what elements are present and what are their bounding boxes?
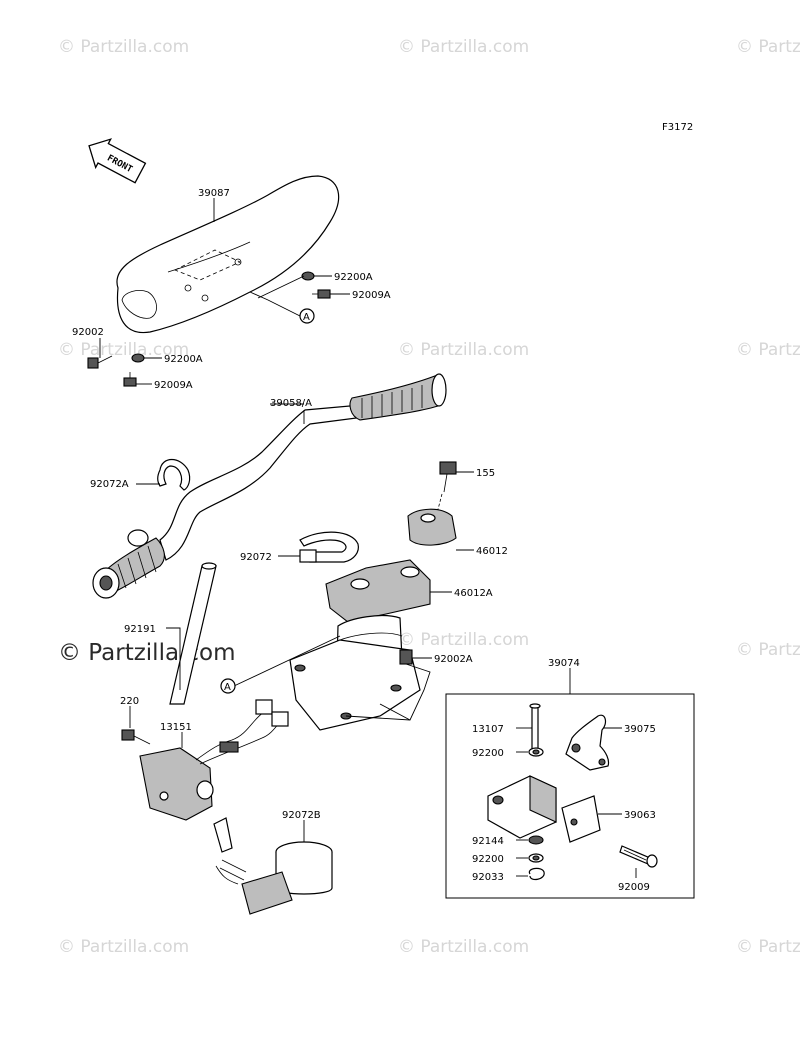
handle-cover <box>116 175 340 334</box>
watermark-text: © Partzilla.com <box>736 640 800 660</box>
bolt-92002a <box>345 649 431 721</box>
watermark-center-text: © Partzilla.com <box>58 640 236 666</box>
watermark-text: © Partzilla.com <box>398 630 529 650</box>
label-92002a: 92002A <box>434 654 473 665</box>
label-92009a-lower: 92009A <box>154 380 193 391</box>
label-92200-lower: 92200 <box>472 854 504 865</box>
clamp-92072a <box>157 458 191 491</box>
label-92200a-lower: 92200A <box>164 354 203 365</box>
bolt-92009a-lower <box>123 372 137 387</box>
ref-marker-text: A <box>303 312 310 323</box>
screw-220 <box>121 729 151 745</box>
clamp-92072b <box>213 817 333 915</box>
label-13107: 13107 <box>472 724 504 735</box>
washer-92200-upper <box>528 747 544 757</box>
watermark-text: © Partzilla.com <box>58 937 189 957</box>
label-92200-upper: 92200 <box>472 748 504 759</box>
lever-assy-box <box>445 668 695 899</box>
label-46012a: 46012A <box>454 588 493 599</box>
label-39063: 39063 <box>624 810 656 821</box>
watermark-text: © Partzilla.com <box>736 340 800 360</box>
label-39058a: 39058/A <box>270 398 312 409</box>
label-39087: 39087 <box>198 188 230 199</box>
bolt-92009 <box>619 845 658 868</box>
part-labels: 39087 92200A 92009A 92002 92200A 92009A … <box>72 188 656 893</box>
bracket-39063 <box>561 795 601 843</box>
figure-code: F3172 <box>662 122 693 133</box>
bolt-155 <box>429 461 457 541</box>
circlip-92033 <box>528 867 545 881</box>
bolt-92002 <box>87 355 113 369</box>
handlebar <box>92 373 447 599</box>
watermark-text: © Partzilla.com <box>398 340 529 360</box>
switch-13151 <box>139 699 289 821</box>
lever-body <box>487 775 557 839</box>
label-92072a: 92072A <box>90 479 129 490</box>
holder-46012 <box>407 508 457 546</box>
lever-39075 <box>565 714 610 771</box>
watermark-text: © Partzilla.com <box>58 340 189 360</box>
label-220: 220 <box>120 696 139 707</box>
pipe-92191 <box>169 562 217 705</box>
label-92072: 92072 <box>240 552 272 563</box>
collar-92144 <box>528 835 544 845</box>
ref-marker-text: A <box>224 682 231 693</box>
front-arrow-icon: FRONT <box>88 138 147 184</box>
nut-92200a-lower <box>131 353 145 363</box>
washer-92200-lower <box>528 853 544 863</box>
ref-marker-a-lower: A <box>220 678 236 694</box>
label-13151: 13151 <box>160 722 192 733</box>
label-39074: 39074 <box>548 658 580 669</box>
watermark-text: © Partzilla.com <box>398 937 529 957</box>
watermark-text: © Partzilla.com <box>736 37 800 57</box>
watermark-text: © Partzilla.com <box>58 37 189 57</box>
watermark-text: © Partzilla.com <box>736 937 800 957</box>
label-46012: 46012 <box>476 546 508 557</box>
label-92191: 92191 <box>124 624 156 635</box>
label-92144: 92144 <box>472 836 504 847</box>
label-155: 155 <box>476 468 495 479</box>
label-92072b: 92072B <box>282 810 321 821</box>
watermark-layer: © Partzilla.com © Partzilla.com © Partzi… <box>58 37 800 957</box>
label-92033: 92033 <box>472 872 504 883</box>
label-39075: 39075 <box>624 724 656 735</box>
watermark-text: © Partzilla.com <box>398 37 529 57</box>
label-92009: 92009 <box>618 882 650 893</box>
label-92009a-upper: 92009A <box>352 290 391 301</box>
bolt-92009a-upper <box>312 289 331 299</box>
label-92200a-upper: 92200A <box>334 272 373 283</box>
ref-marker-a-upper: A <box>299 308 315 324</box>
label-92002: 92002 <box>72 327 104 338</box>
clamp-92072 <box>299 531 359 563</box>
